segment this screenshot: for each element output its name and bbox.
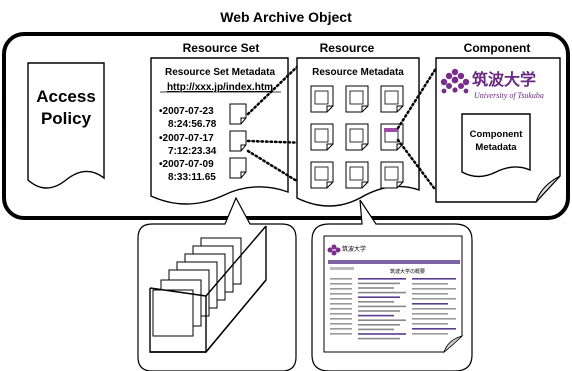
web-archive-object-frame <box>2 32 570 220</box>
text-line <box>412 308 456 310</box>
text-line <box>358 291 406 294</box>
text-line <box>412 288 456 290</box>
webpage-logo-text: 筑波大学 <box>342 245 366 253</box>
text-line <box>358 296 400 298</box>
text-line <box>330 288 352 290</box>
file-icon <box>380 161 404 189</box>
entry-time: 7:12:23.34 <box>168 146 217 157</box>
text-line <box>358 282 400 285</box>
text-line <box>358 328 394 331</box>
university-logo: 筑波大学 University of Tsukuba <box>440 68 544 100</box>
text-line <box>412 283 448 285</box>
text-line <box>412 328 456 330</box>
file-icon <box>380 85 404 113</box>
text-line <box>330 318 352 320</box>
webpage-thumbnail: 筑波大学 筑波大学の概要 <box>323 235 464 354</box>
text-line <box>412 303 448 305</box>
resource-set-metadata-title: Resource Set Metadata <box>165 67 275 78</box>
text-line <box>358 333 406 335</box>
file-icon-inner <box>314 90 329 105</box>
stacked-pages-icon <box>149 225 267 353</box>
access-policy-document: Access Policy <box>27 62 105 189</box>
text-line <box>330 333 352 335</box>
text-line <box>330 313 352 315</box>
resource-set-label: Resource Set <box>183 41 260 55</box>
resource-file-grid <box>310 85 404 189</box>
entry-date: •2007-07-23 <box>159 106 214 117</box>
file-icon <box>229 103 247 125</box>
entry-time: 8:33:11.65 <box>168 172 216 183</box>
file-icon-inner <box>314 128 329 143</box>
text-line <box>330 298 352 300</box>
file-icon <box>380 123 404 151</box>
text-line <box>412 298 456 300</box>
file-icon <box>345 123 369 151</box>
access-policy-label-line2: Policy <box>41 109 92 128</box>
text-line <box>358 319 406 321</box>
access-policy-label-line1: Access <box>36 87 96 106</box>
text-line <box>330 328 352 330</box>
logo-text-jp: 筑波大学 <box>472 70 536 89</box>
resource-label: Resource <box>320 41 375 55</box>
webpage-heading-text: 筑波大学の概要 <box>390 268 425 275</box>
resource-to-component-connectors <box>396 60 442 190</box>
resource-metadata-title: Resource Metadata <box>312 67 404 78</box>
resource-set-document: Resource Set Metadata http://xxx.jp/inde… <box>150 57 289 205</box>
file-icon <box>345 161 369 189</box>
text-line <box>358 287 394 289</box>
file-icon <box>310 161 334 189</box>
file-icon <box>229 130 247 152</box>
text-line <box>412 313 448 315</box>
text-line <box>330 293 352 295</box>
component-metadata-line1: Component <box>470 129 524 140</box>
file-icon <box>229 157 247 179</box>
text-line <box>358 337 400 340</box>
file-icon-inner <box>349 128 364 143</box>
text-line <box>358 314 394 317</box>
diagram-title: Web Archive Object <box>220 9 352 25</box>
file-icon-inner <box>349 166 364 181</box>
resource-set-url: http://xxx.jp/index.htm <box>167 82 273 93</box>
text-line <box>412 293 448 295</box>
file-icon-inner <box>384 166 399 181</box>
file-icon-inner <box>384 90 399 105</box>
text-line <box>412 323 448 325</box>
text-line <box>358 305 406 308</box>
component-metadata-line2: Metadata <box>475 142 517 153</box>
text-line <box>412 278 456 280</box>
component-metadata-document: Component Metadata <box>461 113 531 178</box>
file-icon <box>310 85 334 113</box>
entry-date: •2007-07-09 <box>159 159 214 170</box>
file-icon <box>310 123 334 151</box>
component-label: Component <box>464 41 531 55</box>
text-line <box>358 301 394 303</box>
text-line <box>330 308 352 310</box>
entry-time: 8:24:56.78 <box>168 119 217 130</box>
text-line <box>412 333 448 335</box>
entry-date: •2007-07-17 <box>159 133 214 144</box>
file-icon-inner <box>349 90 364 105</box>
text-line <box>358 310 400 312</box>
text-line <box>358 324 400 326</box>
highlighted-component-marker <box>384 128 398 132</box>
text-line <box>330 303 352 305</box>
text-line <box>330 283 352 285</box>
webpage-text-lines <box>330 278 456 340</box>
file-icon <box>345 85 369 113</box>
text-line <box>330 278 352 280</box>
logo-text-en: University of Tsukuba <box>474 91 544 100</box>
text-line <box>412 318 456 320</box>
text-line <box>358 278 406 280</box>
text-line <box>330 323 352 325</box>
file-icon-inner <box>314 166 329 181</box>
